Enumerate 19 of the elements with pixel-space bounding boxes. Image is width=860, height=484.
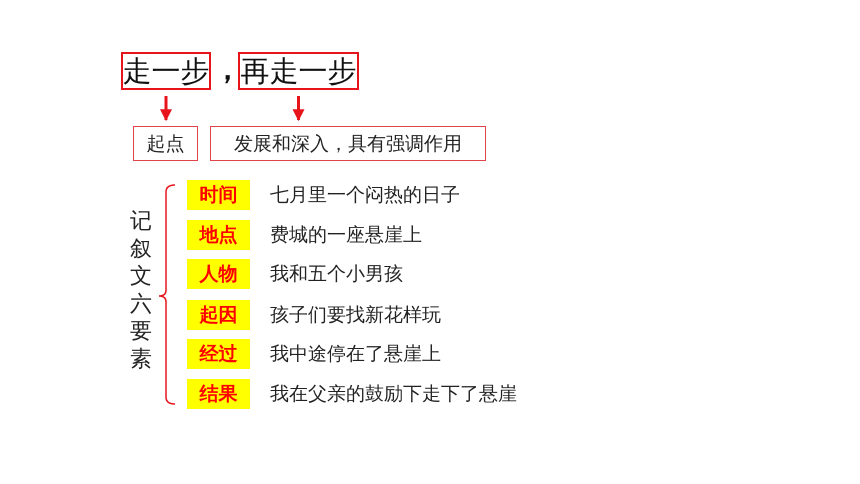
description-text: 我和五个小男孩 xyxy=(270,262,403,286)
arrow xyxy=(160,96,172,122)
category-tag: 人物 xyxy=(187,259,250,289)
category-tag: 起因 xyxy=(187,300,250,330)
category-tag: 结果 xyxy=(187,379,250,409)
vertical-heading: 记叙文六要素 xyxy=(130,208,152,373)
category-tag: 经过 xyxy=(187,339,250,369)
arrow xyxy=(292,96,304,122)
description-text: 我中途停在了悬崖上 xyxy=(270,342,441,366)
description-text: 费城的一座悬崖上 xyxy=(270,223,422,247)
category-tag: 时间 xyxy=(187,180,250,210)
description-text: 孩子们要找新花样玩 xyxy=(270,303,441,327)
category-tag: 地点 xyxy=(187,220,250,250)
annotation-box: 发展和深入，具有强调作用 xyxy=(210,126,486,161)
description-text: 我在父亲的鼓励下走下了悬崖 xyxy=(270,382,517,406)
heading-box: 再走一步 xyxy=(238,52,359,90)
description-text: 七月里一个闷热的日子 xyxy=(270,183,460,207)
heading-box: 走一步 xyxy=(121,52,211,90)
annotation-box: 起点 xyxy=(133,126,198,161)
